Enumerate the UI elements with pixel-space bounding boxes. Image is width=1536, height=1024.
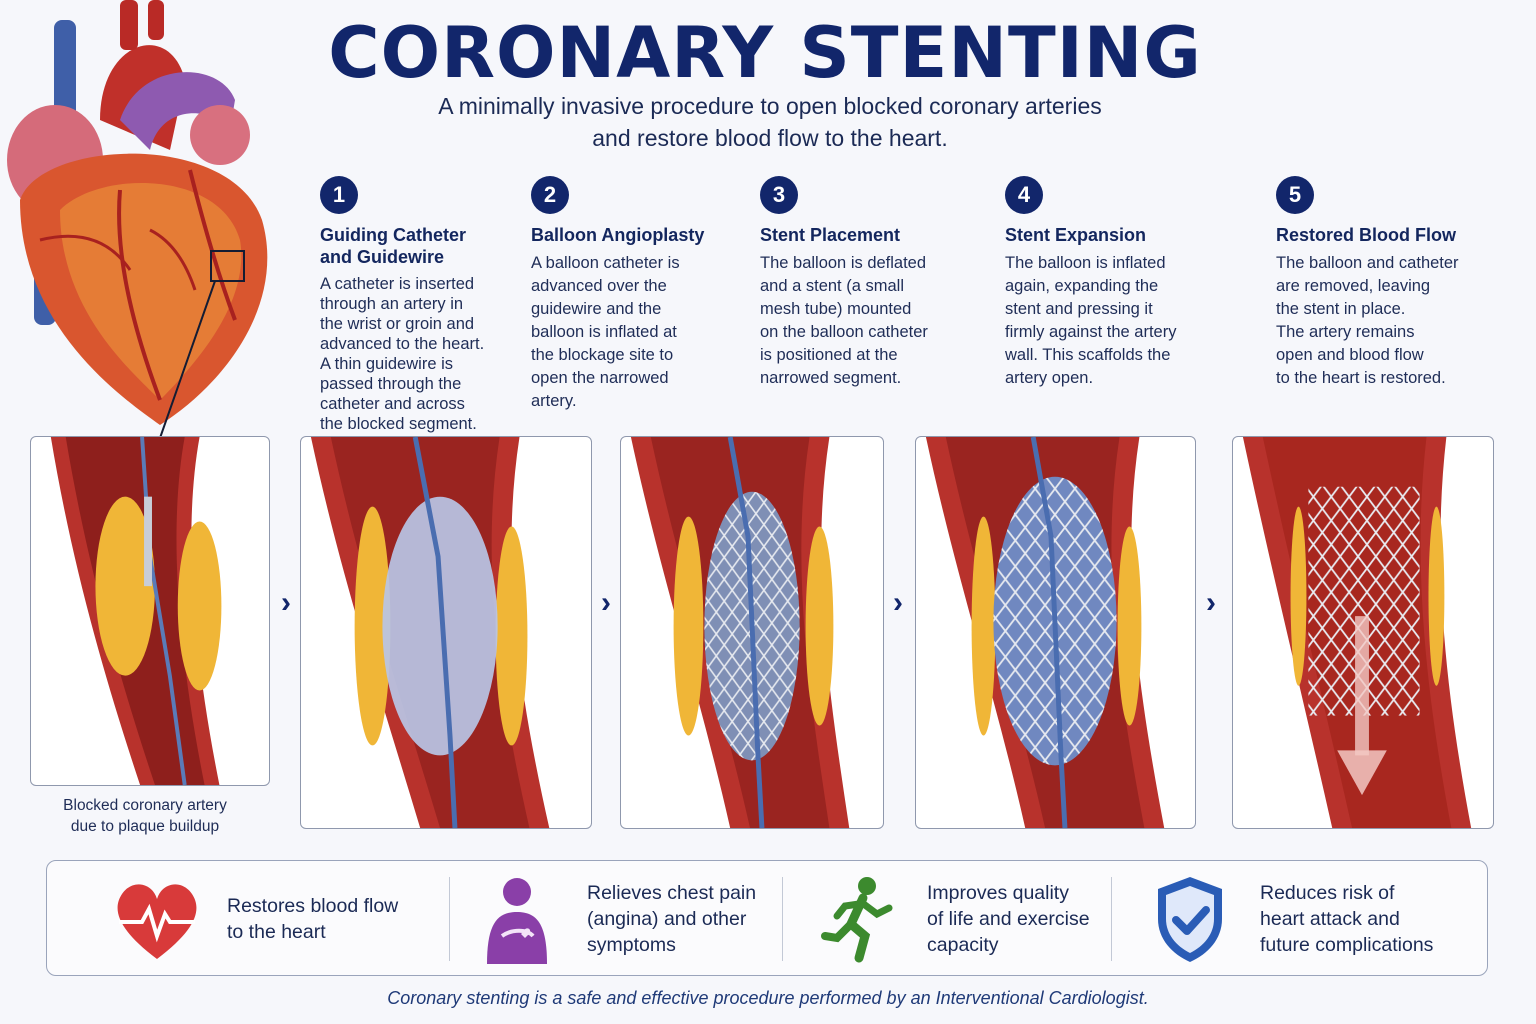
benefit-divider [1111,877,1112,961]
benefit-3: Improves quality of life and exercise ca… [807,861,1137,977]
step-5-description: The balloon and catheter are removed, le… [1276,254,1459,387]
arrow-3-icon: › [893,586,903,619]
subtitle-line-1: A minimally invasive procedure to open b… [438,93,1102,119]
step-4-number: 4 [1005,176,1043,214]
benefit-1: Restores blood flow to the heart [107,861,437,977]
step-2-number: 2 [531,176,569,214]
benefit-4-text: Reduces risk of heart attack and future … [1260,882,1434,956]
panel-stent-expansion [915,436,1196,829]
heart-illustration [7,0,268,439]
page-subtitle: A minimally invasive procedure to open b… [380,90,1160,154]
benefit-divider [449,877,450,961]
arrow-1-icon: › [281,586,291,619]
page-title: CORONARY STENTING [328,12,1202,94]
arrow-2-icon: › [601,586,611,619]
step-4-description: The balloon is inflated again, expanding… [1005,254,1177,387]
panel-restored-flow [1232,436,1494,829]
benefit-4: Reduces risk of heart attack and future … [1140,861,1470,977]
chest-pain-person-icon [487,878,547,964]
running-person-icon [821,877,893,963]
step-1-number: 1 [320,176,358,214]
panel-balloon-angioplasty [300,436,592,829]
panel-stent-placement [620,436,884,829]
benefits-strip: Restores blood flow to the heart Relieve… [46,860,1488,976]
step-2-description: A balloon catheter is advanced over the … [531,254,680,410]
step-4: 4 Stent Expansion The balloon is inflate… [1005,176,1225,390]
benefit-3-text: Improves quality of life and exercise ca… [927,882,1090,956]
step-5: 5 Restored Blood Flow The balloon and ca… [1276,176,1506,390]
step-3-description: The balloon is deflated and a stent (a s… [760,254,928,387]
step-4-heading: Stent Expansion [1005,225,1147,245]
subtitle-line-2: and restore blood flow to the heart. [592,125,948,151]
benefit-divider [782,877,783,961]
step-1-heading: Guiding Catheter and Guidewire [320,225,467,267]
step-2-heading: Balloon Angioplasty [531,225,705,245]
panel-blocked-artery [30,436,270,786]
benefit-2: Relieves chest pain (angina) and other s… [467,861,797,977]
panel-caption: Blocked coronary artery due to plaque bu… [63,797,227,835]
step-1: 1 Guiding Catheter and Guidewire A cathe… [320,176,520,434]
step-5-number: 5 [1276,176,1314,214]
step-1-description: A catheter is inserted through an artery… [320,275,485,433]
benefit-1-text: Restores blood flow to the heart [227,895,399,943]
footer-note: Coronary stenting is a safe and effectiv… [387,988,1149,1008]
shield-check-icon [1158,877,1222,962]
arrow-4-icon: › [1206,586,1216,619]
benefit-2-text: Relieves chest pain (angina) and other s… [587,882,757,956]
heart-pulse-icon [117,884,197,959]
step-3-heading: Stent Placement [760,225,901,245]
step-2: 2 Balloon Angioplasty A balloon catheter… [531,176,731,413]
step-3-number: 3 [760,176,798,214]
step-5-heading: Restored Blood Flow [1276,225,1456,245]
step-3: 3 Stent Placement The balloon is deflate… [760,176,970,390]
